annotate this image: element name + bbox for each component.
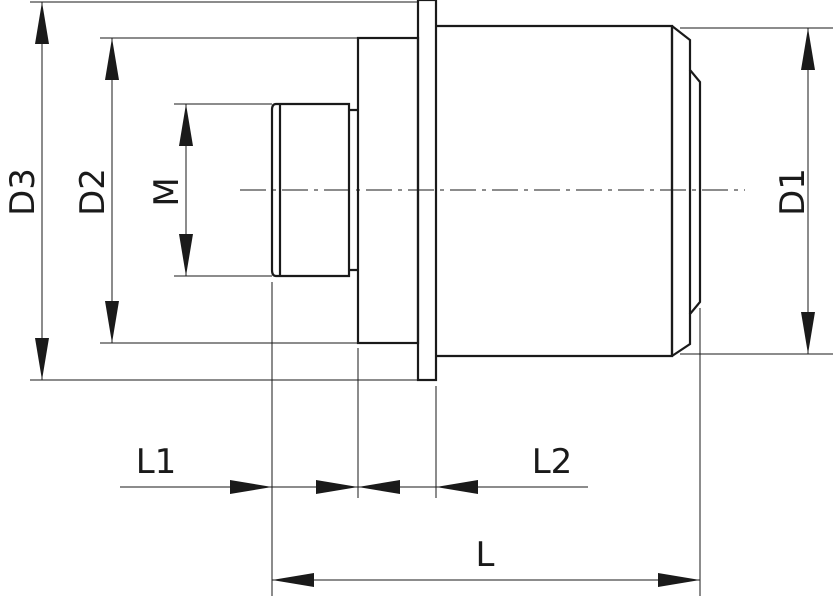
dimension-d1: D1 [680,27,833,355]
d3-arrow-top [35,2,49,44]
thread-spigot [270,102,351,278]
l1-label: L1 [136,442,177,482]
d2-label: D2 [73,168,113,216]
d3-arrow-bottom [35,338,49,380]
d2-arrow-bottom [105,301,119,343]
l2-arrow-left [358,480,400,494]
l1-arrow-left [230,480,272,494]
d1-arrow-bottom [801,312,815,354]
d1-label: D1 [773,168,813,216]
length-extensions [271,282,701,596]
d3-label: D3 [3,168,43,216]
dimension-d2: D2 [73,37,358,344]
chamfer-end [671,25,702,357]
undercut [349,108,358,272]
dimension-l1: L1 [120,442,358,494]
l2-label: L2 [532,442,573,482]
l2-arrow-right [436,480,478,494]
m-arrow-bottom [179,234,193,276]
l-arrow-left [272,573,314,587]
l-arrow-right [658,573,700,587]
dimension-l: L [272,535,700,587]
l-label: L [476,535,495,575]
body-d1 [436,24,674,358]
l1-arrow-right [316,480,358,494]
m-label: M [147,177,187,206]
dimension-m: M [147,103,272,277]
m-arrow-top [179,104,193,146]
dimension-l2: L2 [358,442,588,494]
d2-arrow-top [105,38,119,80]
dimension-d3: D3 [3,1,418,381]
d1-arrow-top [801,28,815,70]
